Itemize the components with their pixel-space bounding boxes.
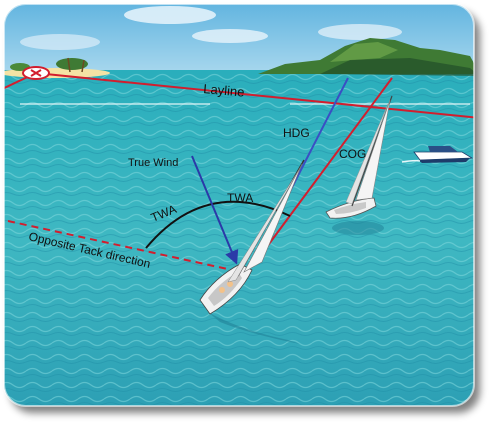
island-highlight	[330, 42, 398, 62]
cloud	[318, 24, 402, 40]
layline	[35, 72, 474, 119]
hdg-label: HDG	[283, 126, 310, 140]
palm-trunk	[67, 57, 71, 73]
motorboat-icon	[401, 146, 474, 163]
cog-label: COG	[339, 147, 366, 161]
opposite-tack-line	[7, 220, 233, 271]
waypoint-mark-icon	[22, 66, 50, 80]
cloud	[20, 34, 100, 50]
true-wind-arrow	[191, 155, 239, 265]
twa-right-label: TWA	[227, 191, 253, 205]
layline-label: Layline	[203, 81, 245, 100]
cog-line	[265, 77, 393, 249]
sailboat-main-icon	[199, 159, 305, 344]
sailboat-far-icon	[325, 95, 393, 235]
cloud	[124, 6, 216, 24]
true-wind-label: True Wind	[128, 157, 178, 169]
card-border	[3, 3, 475, 407]
palm-trees	[56, 58, 88, 70]
palm-trunk	[81, 59, 85, 73]
island-shadow	[320, 58, 474, 76]
cloud	[192, 29, 268, 43]
